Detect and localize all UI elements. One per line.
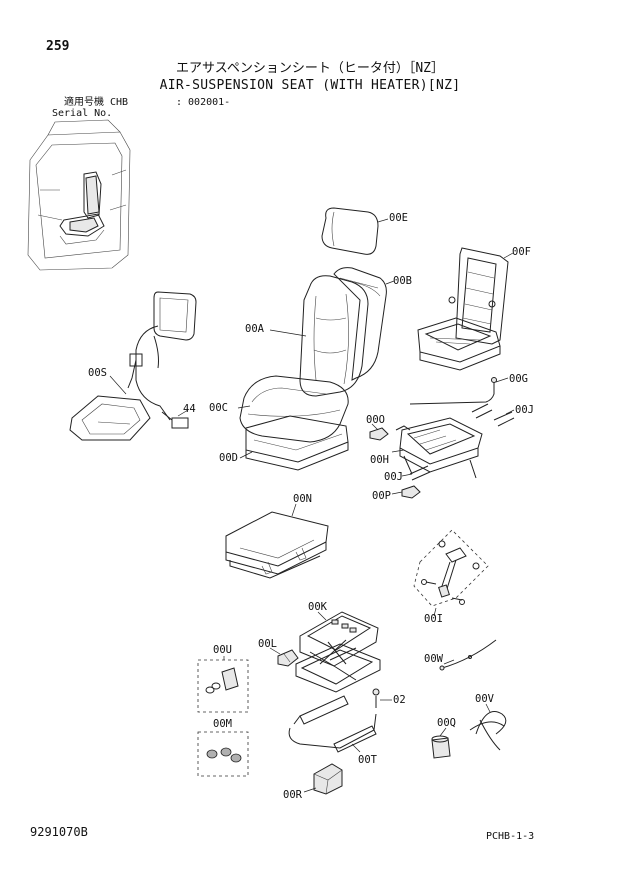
label-00S: 00S (88, 367, 107, 379)
label-00N: 00N (293, 493, 312, 505)
label-02: 02 (393, 694, 406, 706)
label-00J-lower: 00J (384, 471, 403, 483)
bolts-00J-lower (401, 465, 431, 481)
label-00C: 00C (209, 402, 228, 414)
label-00H: 00H (370, 454, 389, 466)
label-00J-upper: 00J (515, 404, 534, 416)
cab-overview-illustration (27, 119, 131, 271)
lever-rod-00G (409, 377, 509, 405)
serial-label-japanese: 適用号機 CHB (64, 97, 129, 108)
knob-00P (391, 485, 421, 499)
label-00V: 00V (475, 693, 494, 705)
label-00K: 00K (308, 601, 327, 613)
spring-rod-00T (288, 695, 377, 753)
label-00G: 00G (509, 373, 528, 385)
suspension-unit-00K (295, 611, 381, 693)
bolts-00J-upper (471, 403, 515, 427)
label-44: 44 (183, 403, 196, 415)
parts-group-00U (197, 656, 249, 713)
heater-pad-00S (69, 291, 197, 441)
connector-44 (161, 409, 189, 429)
label-00M: 00M (213, 718, 232, 730)
page-number: 259 (46, 39, 70, 54)
page-reference: PCHB-1-3 (486, 831, 535, 842)
seat-frame-00F (417, 247, 514, 371)
label-00L: 00L (258, 638, 277, 650)
knob-00L (269, 647, 299, 667)
label-00E: 00E (389, 212, 408, 224)
label-00B: 00B (393, 275, 412, 287)
title-japanese: エアサスペンションシート（ヒータ付）［NZ］ (176, 61, 444, 76)
slide-rail-00H (391, 417, 483, 479)
label-00R: 00R (283, 789, 302, 801)
serial-label-english: Serial No. (52, 108, 113, 119)
spacer-00Q (431, 727, 451, 759)
label-00O: 00O (366, 414, 385, 426)
backrest-00A (269, 275, 369, 397)
bolt-02 (372, 688, 392, 708)
cover-00N (225, 503, 329, 579)
label-00A: 00A (245, 323, 264, 335)
seat-cushion-base-00D (239, 415, 349, 471)
label-00U: 00U (213, 644, 232, 656)
knob-00O (369, 423, 389, 441)
title-english: AIR-SUSPENSION SEAT (WITH HEATER)[NZ] (159, 78, 461, 93)
label-00P: 00P (372, 490, 391, 502)
drawing-code: 9291070B (30, 825, 88, 839)
back-cushion-00B (333, 267, 395, 381)
serial-value: : 002001- (176, 97, 231, 108)
label-00F: 00F (512, 246, 531, 258)
seat-cushion-00C (237, 375, 349, 443)
cable-00W (439, 639, 497, 671)
label-00I: 00I (424, 613, 443, 625)
wire-harness-00V (469, 703, 507, 751)
parts-group-00M (197, 731, 249, 777)
shock-absorber-group-00I (413, 529, 489, 617)
cap-00R (303, 763, 343, 795)
headrest-00E (321, 207, 389, 255)
label-00T: 00T (358, 754, 377, 766)
label-00D: 00D (219, 452, 238, 464)
label-00Q: 00Q (437, 717, 456, 729)
label-00W: 00W (424, 653, 443, 665)
